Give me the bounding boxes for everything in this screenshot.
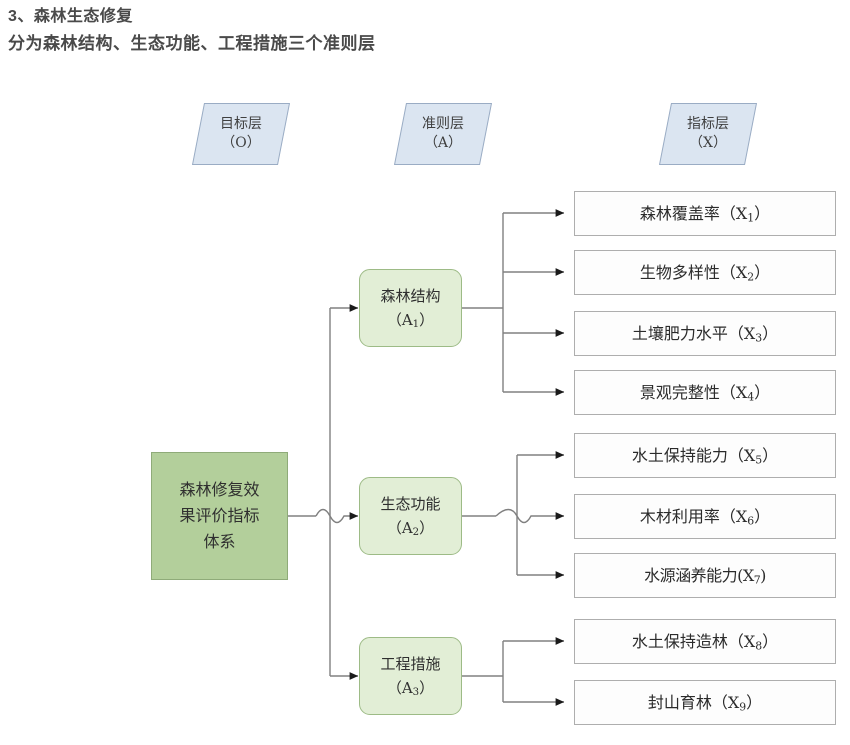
layer-header-goal: 目标层（O） <box>191 103 291 165</box>
indicator-node-x4[interactable]: 景观完整性（X4） <box>574 370 836 415</box>
layer-header-indicator-label: 指标层（X） <box>687 116 729 151</box>
indicator-node-x2[interactable]: 生物多样性（X2） <box>574 250 836 295</box>
indicator-node-x7[interactable]: 水源涵养能力(X7) <box>574 553 836 598</box>
layer-header-criterion-label: 准则层（A） <box>422 116 464 151</box>
indicator-node-x1[interactable]: 森林覆盖率（X1） <box>574 191 836 236</box>
heading-line-1: 3、森林生态修复 <box>8 8 133 25</box>
indicator-node-x3-label: 土壤肥力水平（X3） <box>631 323 779 344</box>
layer-header-goal-label: 目标层（O） <box>220 116 262 151</box>
criterion-node-a3-label: 工程措施（A3） <box>380 655 441 699</box>
layer-header-indicator: 指标层（X） <box>658 103 758 165</box>
indicator-node-x5-label: 水土保持能力（X5） <box>631 445 779 466</box>
indicator-node-x6-label: 木材利用率（X6） <box>639 506 771 527</box>
criterion-node-a2-label: 生态功能（A2） <box>380 495 441 539</box>
layer-header-criterion: 准则层（A） <box>393 103 493 165</box>
criterion-node-a1[interactable]: 森林结构（A1） <box>359 269 462 347</box>
criterion-node-a1-label: 森林结构（A1） <box>380 287 441 331</box>
wire-goal-to-a2 <box>315 508 359 524</box>
indicator-node-x2-label: 生物多样性（X2） <box>639 262 771 283</box>
indicator-node-x8-label: 水土保持造林（X8） <box>631 631 779 652</box>
criterion-node-a3[interactable]: 工程措施（A3） <box>359 637 462 715</box>
heading-line-2: 分为森林结构、生态功能、工程措施三个准则层 <box>8 34 376 53</box>
indicator-node-x9-label: 封山育林（X9） <box>647 692 763 713</box>
goal-node-label: 森林修复效果评价指标体系 <box>179 480 260 551</box>
criterion-node-a2[interactable]: 生态功能（A2） <box>359 477 462 555</box>
indicator-node-x6[interactable]: 木材利用率（X6） <box>574 494 836 539</box>
indicator-node-x5[interactable]: 水土保持能力（X5） <box>574 433 836 478</box>
heading-block: 3、森林生态修复 分为森林结构、生态功能、工程措施三个准则层 <box>8 4 828 57</box>
wire-a2-to-x6 <box>495 508 565 524</box>
indicator-node-x3[interactable]: 土壤肥力水平（X3） <box>574 311 836 356</box>
indicator-node-x8[interactable]: 水土保持造林（X8） <box>574 619 836 664</box>
indicator-node-x4-label: 景观完整性（X4） <box>639 382 771 403</box>
indicator-node-x1-label: 森林覆盖率（X1） <box>639 203 771 224</box>
indicator-node-x9[interactable]: 封山育林（X9） <box>574 680 836 725</box>
indicator-node-x7-label: 水源涵养能力(X7) <box>644 565 766 586</box>
goal-node[interactable]: 森林修复效果评价指标体系 <box>151 452 288 580</box>
